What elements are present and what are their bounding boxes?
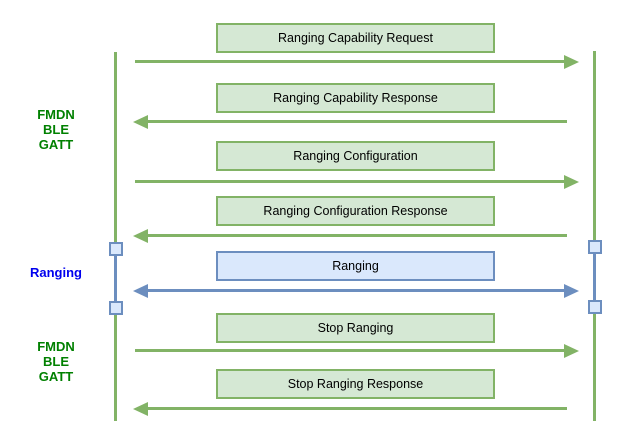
- arrow-shaft: [135, 60, 566, 63]
- arrow-shaft: [135, 349, 566, 352]
- lifeline-left-ranging-segment: [114, 248, 117, 312]
- ranging-capability-response-arrow: [133, 115, 579, 129]
- connector-square-icon: [109, 301, 123, 315]
- connector-square-icon: [109, 242, 123, 256]
- arrowhead-right-icon: [564, 175, 579, 189]
- stop-ranging-arrow: [133, 344, 579, 358]
- arrow-shaft: [146, 289, 566, 292]
- message-box-stop-ranging: Stop Ranging: [216, 313, 495, 343]
- connector-square-icon: [588, 240, 602, 254]
- lifeline-left: [114, 52, 117, 421]
- arrow-shaft: [135, 180, 566, 183]
- ranging-bidirectional-arrow: [133, 284, 579, 298]
- arrowhead-right-icon: [564, 344, 579, 358]
- lifeline-right: [593, 51, 596, 421]
- message-box-stop-ranging-response: Stop Ranging Response: [216, 369, 495, 399]
- ranging-capability-request-arrow: [133, 55, 579, 69]
- message-box-ranging-capability-request: Ranging Capability Request: [216, 23, 495, 53]
- arrowhead-right-icon: [564, 55, 579, 69]
- connector-square-icon: [588, 300, 602, 314]
- phase-label-fmdn-ble-gatt-top: FMDN BLE GATT: [37, 107, 75, 152]
- phase-label-ranging: Ranging: [30, 265, 82, 280]
- arrow-shaft: [146, 120, 567, 123]
- arrow-shaft: [146, 234, 567, 237]
- arrowhead-left-icon: [133, 402, 148, 416]
- message-box-ranging-configuration: Ranging Configuration: [216, 141, 495, 171]
- lifeline-right-ranging-segment: [593, 246, 596, 310]
- ranging-configuration-response-arrow: [133, 229, 579, 243]
- arrow-shaft: [146, 407, 567, 410]
- message-box-ranging-configuration-response: Ranging Configuration Response: [216, 196, 495, 226]
- phase-label-fmdn-ble-gatt-bottom: FMDN BLE GATT: [37, 339, 75, 384]
- ranging-configuration-arrow: [133, 175, 579, 189]
- arrowhead-left-icon: [133, 284, 148, 298]
- arrowhead-right-icon: [564, 284, 579, 298]
- arrowhead-left-icon: [133, 229, 148, 243]
- message-box-ranging-capability-response: Ranging Capability Response: [216, 83, 495, 113]
- message-box-ranging: Ranging: [216, 251, 495, 281]
- stop-ranging-response-arrow: [133, 402, 579, 416]
- arrowhead-left-icon: [133, 115, 148, 129]
